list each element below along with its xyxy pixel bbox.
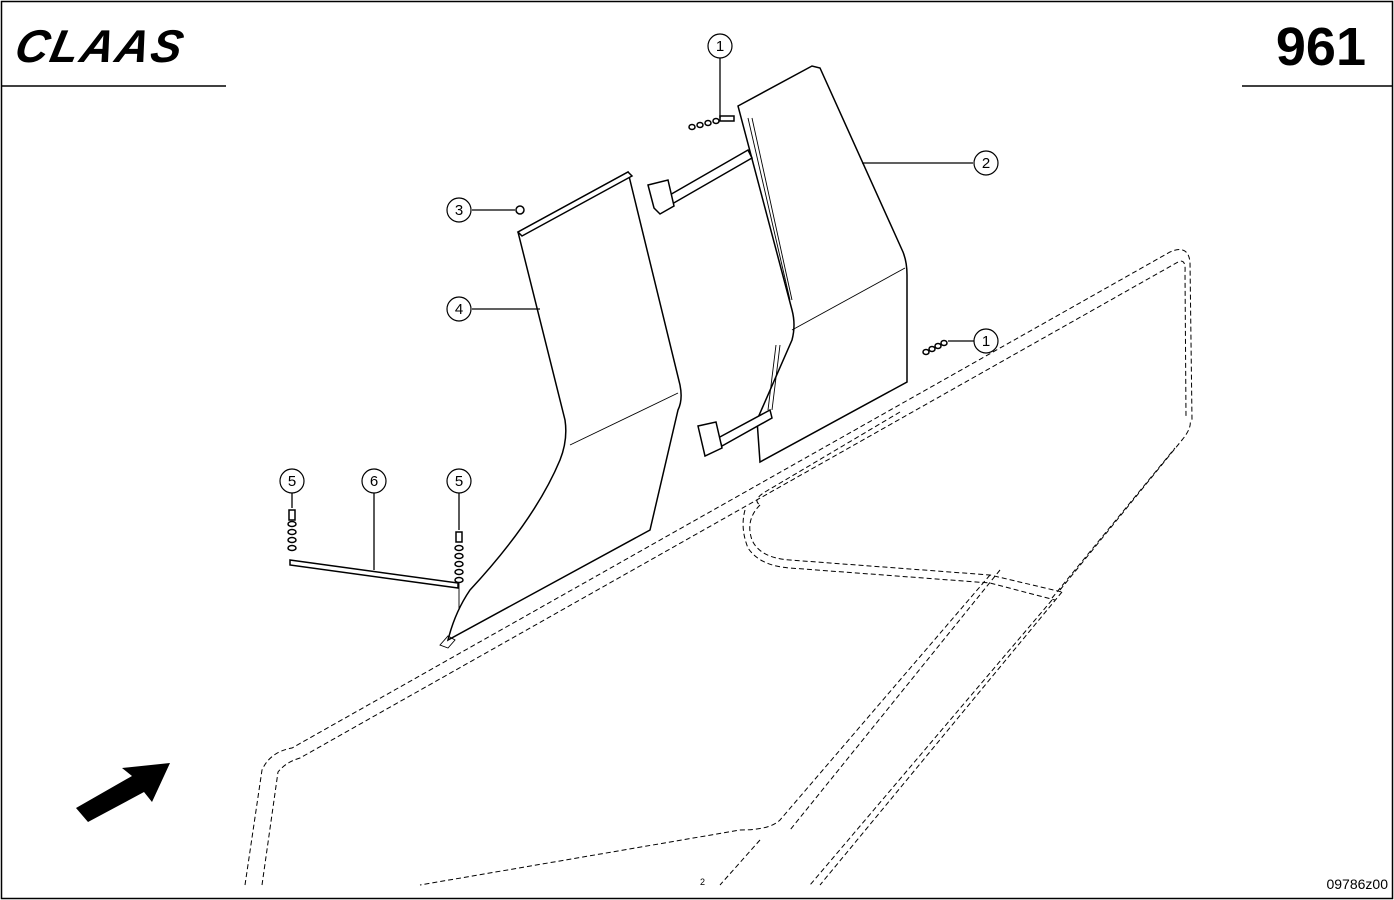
machine-outline-dashed <box>244 249 1193 886</box>
svg-text:1: 1 <box>982 333 990 350</box>
part-5-bolts-right <box>454 531 464 610</box>
part-3-nut <box>515 205 525 215</box>
part-4-deflector-panel <box>439 170 682 649</box>
callout-leaders <box>291 58 974 570</box>
part-1-fasteners-top <box>688 115 735 131</box>
svg-text:5: 5 <box>455 473 463 490</box>
callout-4: 4 <box>446 296 472 322</box>
brand-logo: CLAAS <box>11 20 190 71</box>
drawing-number: 09786z00 <box>1326 876 1388 892</box>
svg-text:3: 3 <box>455 202 463 219</box>
callout-3: 3 <box>446 197 472 223</box>
svg-text:2: 2 <box>982 155 990 172</box>
callout-1-top: 1 <box>707 33 733 59</box>
svg-text:4: 4 <box>455 301 463 318</box>
callout-1-right: 1 <box>973 328 999 354</box>
part-6-rod <box>289 559 459 589</box>
svg-text:6: 6 <box>370 473 378 490</box>
callout-2: 2 <box>973 150 999 176</box>
part-1-fasteners-right <box>922 339 948 356</box>
callout-5-right: 5 <box>446 468 472 494</box>
part-2-deflector-panel <box>647 65 908 464</box>
direction-arrow-icon <box>76 763 170 822</box>
callout-5-left: 5 <box>279 468 305 494</box>
svg-text:1: 1 <box>716 38 724 55</box>
callout-6: 6 <box>361 468 387 494</box>
svg-text:5: 5 <box>288 473 296 490</box>
part-5-bolts-left <box>287 509 297 552</box>
small-mark: 2 <box>700 877 705 887</box>
page-number: 961 <box>1276 17 1366 77</box>
